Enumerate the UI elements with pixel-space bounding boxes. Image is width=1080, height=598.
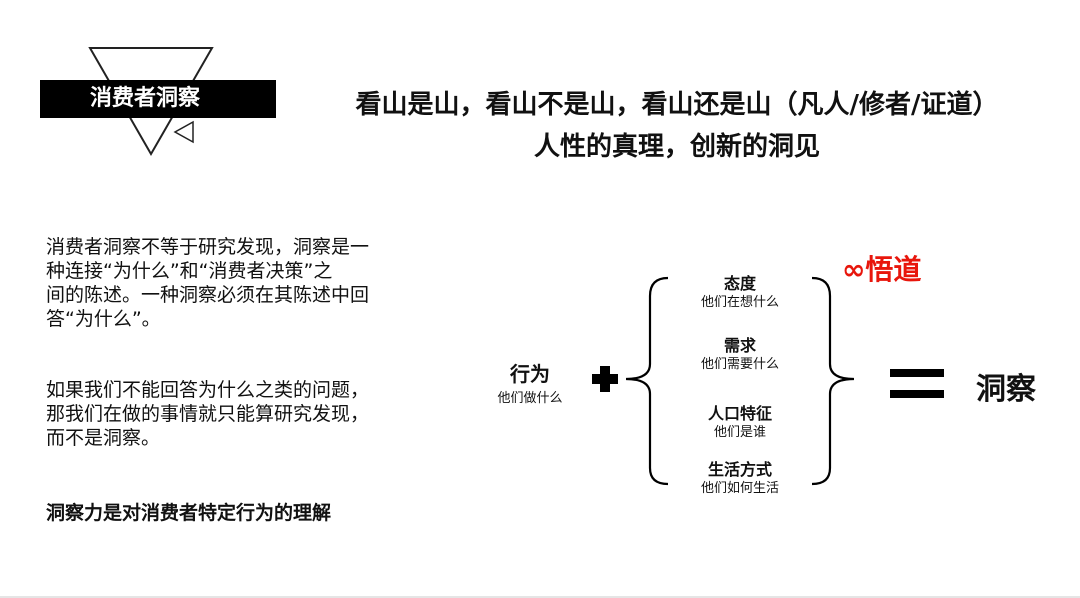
para2-line: 那我们在做的事情就只能算研究发现， — [46, 403, 370, 425]
plus-icon — [592, 366, 618, 392]
factor-sub-demographics: 他们是谁 — [713, 425, 766, 440]
para1-line: 种连接“为什么”和“消费者决策”之 — [46, 260, 333, 282]
behavior-label: 行为 — [510, 362, 550, 386]
definition-paragraph: 消费者洞察不等于研究发现，洞察是一 种连接“为什么”和“消费者决策”之 间的陈述… — [46, 235, 446, 331]
factor-sub-needs: 他们需要什么 — [700, 357, 779, 372]
equals-icon — [890, 369, 944, 398]
headline-line-2: 人性的真理，创新的洞见 — [533, 132, 820, 162]
header-badge: 消费者洞察 — [0, 0, 290, 160]
factor-label-lifestyle: 生活方式 — [707, 460, 772, 479]
page-title: 看山是山，看山不是山，看山还是山（凡人/修者/证道） 人性的真理，创新的洞见 — [282, 84, 1072, 168]
research-paragraph: 如果我们不能回答为什么之类的问题， 那我们在做的事情就只能算研究发现， 而不是洞… — [46, 378, 446, 450]
para2-line: 如果我们不能回答为什么之类的问题， — [46, 379, 370, 401]
factor-label-attitude: 态度 — [723, 274, 756, 293]
para1-line: 消费者洞察不等于研究发现，洞察是一 — [46, 236, 370, 258]
factor-label-demographics: 人口特征 — [707, 404, 772, 423]
factor-sub-lifestyle: 他们如何生活 — [700, 481, 779, 496]
bottom-divider — [0, 596, 1080, 598]
para1-line: 间的陈述。一种洞察必须在其陈述中回 — [46, 284, 370, 306]
factor-label-needs: 需求 — [723, 336, 756, 355]
behavior-sub: 他们做什么 — [497, 391, 563, 406]
result-label: 洞察 — [976, 372, 1036, 407]
right-brace-icon — [811, 276, 855, 486]
enlightenment-label: ∞悟道 — [842, 253, 922, 286]
para1-line: 答“为什么”。 — [46, 308, 161, 330]
conclusion-text: 洞察力是对消费者特定行为的理解 — [46, 502, 332, 524]
badge-label: 消费者洞察 — [40, 80, 276, 118]
headline-line-1: 看山是山，看山不是山，看山还是山（凡人/修者/证道） — [355, 90, 999, 120]
left-brace-icon — [625, 276, 669, 486]
para2-line: 而不是洞察。 — [46, 427, 161, 449]
factor-sub-attitude: 他们在想什么 — [700, 295, 779, 310]
